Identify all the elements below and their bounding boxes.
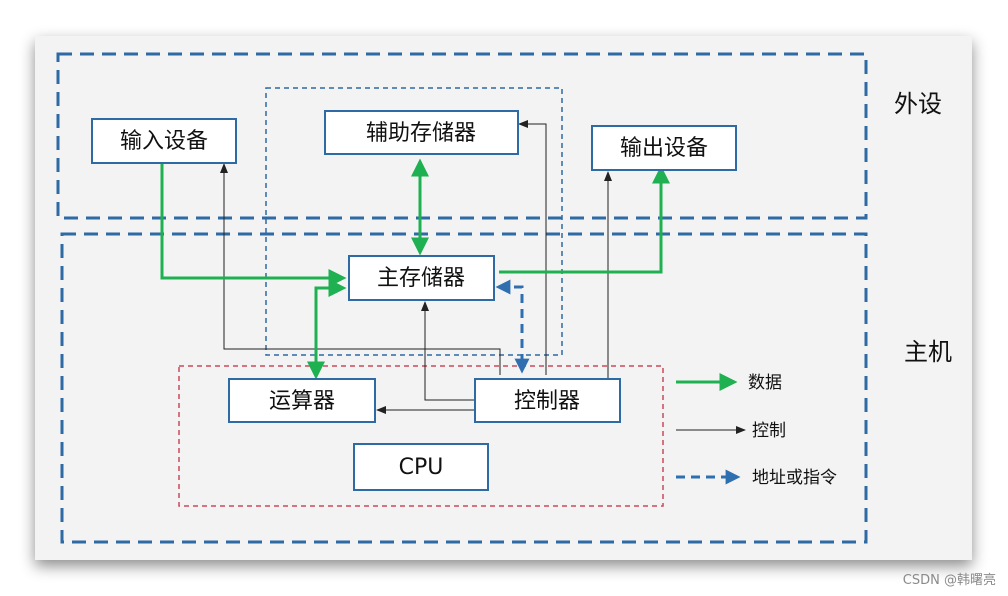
storage-group-border bbox=[265, 87, 563, 356]
legend-control-label: 控制 bbox=[752, 421, 786, 441]
output-device-label: 输出设备 bbox=[620, 136, 708, 161]
peripheral-region-border bbox=[56, 52, 868, 220]
main-memory-label: 主存储器 bbox=[377, 266, 465, 291]
alu-box: 运算器 bbox=[228, 378, 376, 423]
cpu-box: CPU bbox=[353, 443, 489, 491]
input-device-box: 输入设备 bbox=[91, 118, 237, 164]
legend-address-label: 地址或指令 bbox=[752, 468, 837, 488]
legend-data-label: 数据 bbox=[748, 373, 782, 393]
controller-box: 控制器 bbox=[474, 378, 621, 423]
control-line-to-aux-storage bbox=[518, 120, 547, 375]
aux-storage-box: 辅助存储器 bbox=[324, 110, 519, 155]
data-line-memory-alu bbox=[307, 279, 347, 380]
aux-storage-label: 辅助存储器 bbox=[366, 121, 476, 146]
control-line-to-main-memory bbox=[421, 301, 475, 401]
watermark: CSDN @韩曙亮 bbox=[902, 573, 996, 588]
host-region-border bbox=[60, 232, 868, 544]
controller-label: 控制器 bbox=[514, 389, 580, 414]
input-device-label: 输入设备 bbox=[120, 129, 208, 154]
data-line-memory-to-output bbox=[499, 165, 670, 274]
alu-label: 运算器 bbox=[269, 389, 335, 414]
address-line-memory-controller bbox=[495, 279, 530, 374]
cpu-label: CPU bbox=[399, 455, 444, 480]
legend: 数据 控制 地址或指令 bbox=[676, 373, 837, 488]
cpu-region-border bbox=[178, 365, 664, 507]
output-device-box: 输出设备 bbox=[591, 125, 737, 171]
data-line-input-to-memory bbox=[160, 164, 347, 287]
peripheral-region-label: 外设 bbox=[894, 90, 942, 118]
host-region-label: 主机 bbox=[904, 338, 952, 366]
main-memory-box: 主存储器 bbox=[348, 255, 495, 301]
